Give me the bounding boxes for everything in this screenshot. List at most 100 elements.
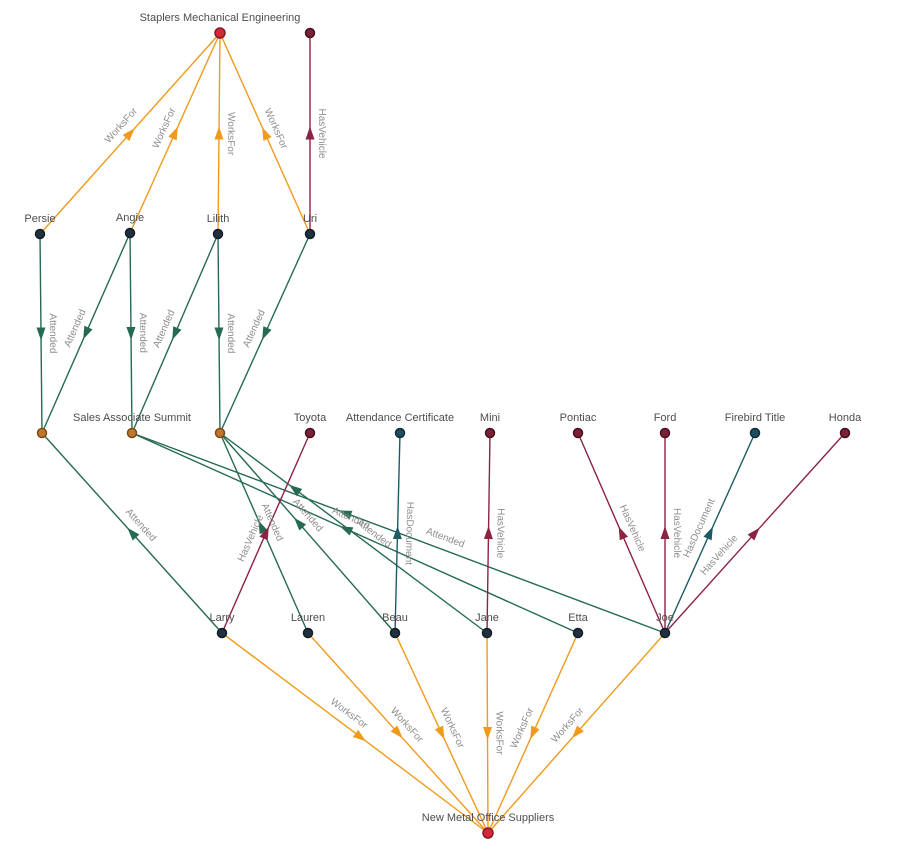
edge-label-worksfor: WorksFor [388, 706, 425, 746]
arrowhead-hasvehicle [660, 526, 670, 539]
arrowhead-worksfor [571, 725, 584, 739]
node-larry[interactable] [216, 627, 228, 639]
edge-label-hasvehicle: HasVehicle [617, 503, 647, 554]
edge-label-hasvehicle: HasVehicle [236, 513, 266, 564]
edge-label-worksfor: WorksFor [549, 705, 586, 745]
node-firebird_title[interactable] [749, 427, 761, 439]
edge-label-worksfor: WorksFor [151, 106, 179, 150]
node-label-summit_b: Sales Associate Summit [73, 412, 191, 424]
edge-label-attended: Attended [123, 507, 158, 544]
arrowhead-attended [294, 517, 307, 531]
arrowhead-attended [126, 326, 136, 340]
node-persie[interactable] [34, 228, 46, 240]
edge-label-hasvehicle: HasVehicle [494, 508, 506, 559]
arrowhead-hasvehicle [747, 527, 760, 541]
node-joe[interactable] [659, 627, 671, 639]
node-label-newmetal: New Metal Office Suppliers [422, 812, 555, 824]
node-ford[interactable] [659, 427, 671, 439]
arrowhead-hasvehicle [305, 126, 315, 140]
node-mini[interactable] [484, 427, 496, 439]
node-label-lilith: Lilith [207, 213, 230, 225]
edge-label-worksfor: WorksFor [103, 106, 140, 146]
nodes-layer [34, 27, 851, 839]
node-summit_c[interactable] [214, 427, 226, 439]
edge-label-hasvehicle: HasVehicle [671, 508, 682, 558]
node-label-mini: Mini [480, 412, 500, 424]
arrowhead-worksfor [352, 729, 366, 742]
edge-label-worksfor: WorksFor [493, 711, 504, 755]
arrowhead-worksfor [434, 725, 445, 740]
edge-label-attended: Attended [290, 497, 325, 534]
node-vehicle_top[interactable] [304, 27, 316, 39]
node-summit_a[interactable] [36, 427, 48, 439]
arrowhead-attended [83, 325, 93, 340]
node-label-ford: Ford [654, 412, 677, 424]
edge-etta-summit_b [131, 432, 579, 634]
node-jane[interactable] [481, 627, 493, 639]
arrowhead-attended [339, 526, 354, 536]
arrowhead-worksfor [482, 726, 492, 740]
arrowhead-worksfor [168, 126, 178, 141]
node-etta[interactable] [572, 627, 584, 639]
edge-label-worksfor: WorksFor [328, 696, 370, 731]
node-summit_b[interactable] [126, 427, 138, 439]
arrowhead-hasdocument [392, 526, 402, 540]
node-staplers[interactable] [214, 27, 226, 39]
edge-label-worksfor: WorksFor [225, 112, 236, 156]
node-lilith[interactable] [212, 228, 224, 240]
arrowhead-attended [338, 510, 353, 520]
node-toyota[interactable] [304, 427, 316, 439]
arrowhead-attended [172, 326, 182, 340]
arrowhead-hasvehicle [483, 526, 493, 540]
arrowhead-worksfor [530, 725, 540, 740]
node-honda[interactable] [839, 427, 851, 439]
arrowhead-attended [262, 326, 272, 340]
arrowhead-worksfor [262, 127, 272, 141]
node-label-beau: Beau [382, 612, 408, 624]
node-beau[interactable] [389, 627, 401, 639]
arrowhead-hasvehicle [618, 526, 629, 541]
node-label-honda: Honda [829, 412, 862, 424]
node-pontiac[interactable] [572, 427, 584, 439]
edge-label-attended: Attended [225, 313, 236, 353]
node-label-joe: Joe [656, 612, 674, 624]
edge-beau-summit_c [219, 432, 396, 634]
node-label-toyota: Toyota [294, 412, 327, 424]
edge-label-attended: Attended [425, 526, 466, 550]
node-label-pontiac: Pontiac [560, 412, 597, 424]
arrowhead-attended [289, 484, 303, 497]
arrowhead-worksfor [390, 725, 403, 739]
arrowhead-worksfor [214, 126, 224, 140]
node-label-etta: Etta [568, 612, 588, 624]
edges-layer [36, 32, 846, 834]
arrowhead-attended [214, 327, 224, 341]
node-angie[interactable] [124, 227, 136, 239]
node-label-larry: Larry [209, 612, 235, 624]
node-label-jane: Jane [475, 612, 499, 624]
arrowhead-hasdocument [703, 526, 713, 541]
arrowhead-attended [127, 527, 140, 541]
node-newmetal[interactable] [482, 827, 494, 839]
edge-label-worksfor: WorksFor [262, 107, 290, 151]
edge-label-attended: Attended [47, 313, 58, 353]
arrowhead-attended [36, 327, 46, 341]
node-lauren[interactable] [302, 627, 314, 639]
node-label-persie: Persie [24, 213, 55, 225]
edge-label-hasvehicle: HasVehicle [316, 108, 327, 158]
edge-larry-newmetal [221, 632, 489, 834]
edge-label-attended: Attended [137, 313, 148, 353]
node-uri[interactable] [304, 228, 316, 240]
node-label-staplers: Staplers Mechanical Engineering [140, 12, 301, 24]
arrowhead-worksfor [122, 128, 135, 141]
edge-label-hasdocument: HasDocument [403, 501, 416, 565]
arrowhead-hasvehicle [259, 526, 269, 541]
node-attendance_certificate[interactable] [394, 427, 406, 439]
node-label-firebird_title: Firebird Title [725, 412, 786, 424]
node-label-angie: Angie [116, 212, 144, 224]
node-label-lauren: Lauren [291, 612, 325, 624]
node-label-uri: Uri [303, 213, 317, 225]
